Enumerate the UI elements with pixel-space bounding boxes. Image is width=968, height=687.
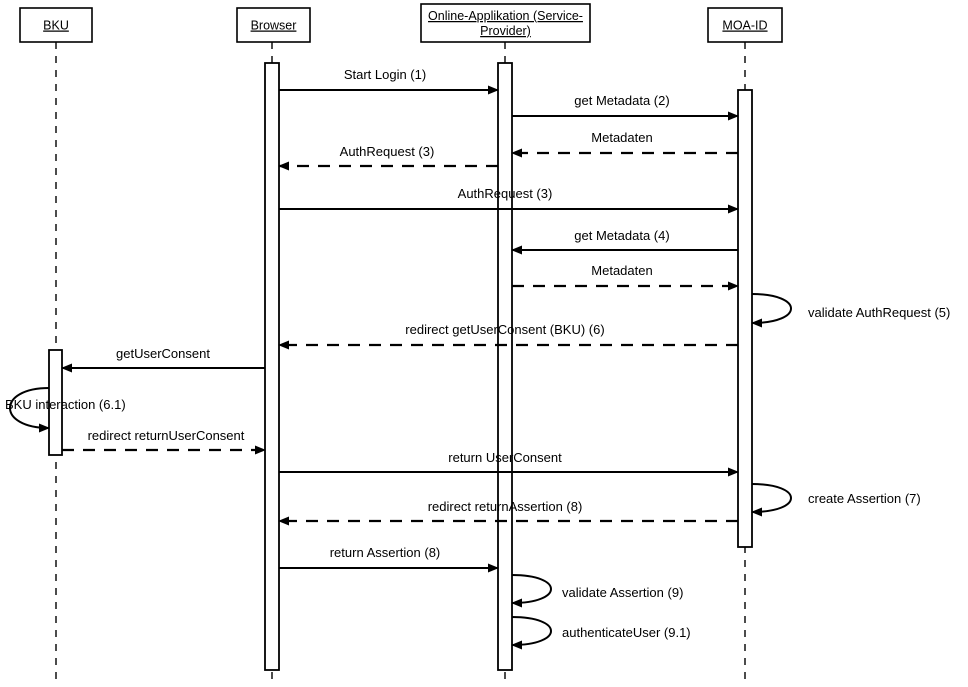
message-label-2: get Metadata (2) bbox=[574, 93, 669, 108]
self-message-arc-9.1[interactable] bbox=[511, 616, 552, 650]
self-message-label-6.1: BKU interaction (6.1) bbox=[5, 397, 126, 412]
self-message-arc-6.1[interactable] bbox=[9, 387, 50, 433]
activation-bar-browser bbox=[264, 62, 280, 671]
participant-label-browser: Browser bbox=[251, 19, 297, 33]
messages-group: Start Login (1) get Metadata (2) Metadaten… bbox=[61, 67, 739, 573]
participant-headers-group: BKU Browser Online-Applikation (Service-Pr… bbox=[19, 3, 783, 43]
self-message-label-7: create Assertion (7) bbox=[808, 491, 921, 506]
message-label-10: redirect returnUserConsent bbox=[88, 428, 245, 443]
participant-label-oa: Provider) bbox=[480, 24, 531, 38]
message-label-9: getUserConsent bbox=[116, 346, 210, 361]
self-message-arc-9[interactable] bbox=[511, 574, 552, 608]
message-label-4: AuthRequest (3) bbox=[340, 144, 435, 159]
self-message-arc-7[interactable] bbox=[751, 483, 792, 517]
self-message-label-5: validate AuthRequest (5) bbox=[808, 305, 950, 320]
message-label-11: return UserConsent bbox=[448, 450, 562, 465]
message-label-7: Metadaten bbox=[591, 263, 652, 278]
message-label-5: AuthRequest (3) bbox=[458, 186, 553, 201]
message-label-1: Start Login (1) bbox=[344, 67, 426, 82]
participant-label-bku: BKU bbox=[43, 19, 69, 33]
self-message-arc-5[interactable] bbox=[751, 293, 792, 328]
self-message-label-9.1: authenticateUser (9.1) bbox=[562, 625, 691, 640]
message-label-12: redirect returnAssertion (8) bbox=[428, 499, 583, 514]
participant-box-browser[interactable] bbox=[236, 7, 311, 43]
participant-label-oa: Online-Applikation (Service- bbox=[428, 9, 583, 23]
participant-box-oa[interactable] bbox=[420, 3, 591, 43]
activation-bar-bku bbox=[48, 349, 63, 456]
activation-bar-moaid bbox=[737, 89, 753, 548]
message-label-6: get Metadata (4) bbox=[574, 228, 669, 243]
self-messages-group: validate AuthRequest (5) BKU interaction … bbox=[5, 293, 950, 650]
activation-bar-oa bbox=[497, 62, 513, 671]
self-message-label-9: validate Assertion (9) bbox=[562, 585, 683, 600]
participant-box-moaid[interactable] bbox=[707, 7, 783, 43]
participant-label-moaid: MOA-ID bbox=[722, 19, 767, 33]
message-label-13: return Assertion (8) bbox=[330, 545, 441, 560]
participant-box-bku[interactable] bbox=[19, 7, 93, 43]
message-label-8: redirect getUserConsent (BKU) (6) bbox=[405, 322, 604, 337]
message-label-3: Metadaten bbox=[591, 130, 652, 145]
